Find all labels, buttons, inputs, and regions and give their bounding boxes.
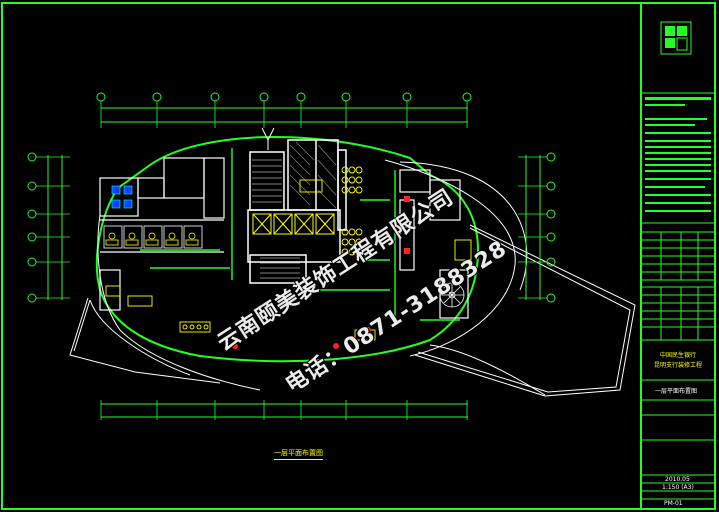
axis-grid-top: [101, 107, 468, 123]
right-wing-walls: [399, 169, 469, 319]
elevator-shafts: [252, 213, 335, 235]
drawing-title: 一层平面布置图: [274, 448, 323, 460]
entrance-marker: [261, 127, 275, 150]
axis-bubbles-left: [27, 152, 37, 303]
axis-ticks-bottom: [100, 400, 468, 420]
toilet-fixtures: [111, 185, 133, 209]
cubicle-desks: [105, 232, 199, 246]
company-logo-icon: [660, 21, 692, 55]
project-name-line-1: 中国民生银行: [660, 352, 697, 359]
drawing-scale: 1:150 (A3): [662, 484, 694, 491]
axis-bubbles-right: [546, 152, 556, 303]
axis-grid-bottom: [101, 403, 468, 418]
left-wing-walls: [99, 157, 225, 311]
titleblock-notes: [645, 97, 711, 212]
project-name-line-2: 昆明支行装修工程: [654, 362, 703, 369]
axis-grid-right: [525, 155, 541, 300]
drawing-date: 2010.05: [665, 476, 690, 483]
interior-partitions: [140, 148, 460, 321]
building-outline: [95, 136, 480, 363]
right-canopy: [414, 224, 636, 397]
left-canopy: [69, 297, 221, 384]
core-walls: [247, 139, 347, 284]
title-block: [641, 92, 715, 500]
sheet-number: PM-01: [664, 500, 683, 507]
axis-ticks-left: [36, 156, 70, 299]
red-features: [232, 196, 410, 349]
axis-ticks-right: [518, 156, 547, 299]
sheet-caption: 一层平面布置图: [655, 388, 698, 395]
axis-bubbles-top: [96, 92, 472, 102]
stair-hatch: [289, 141, 337, 209]
office-cubicles: [103, 225, 203, 249]
canopy-curves: [89, 159, 546, 396]
axis-grid-left: [47, 155, 63, 300]
stair-treads: [252, 159, 300, 279]
axis-ticks-top: [100, 101, 468, 128]
spiral-stair: [439, 282, 465, 308]
